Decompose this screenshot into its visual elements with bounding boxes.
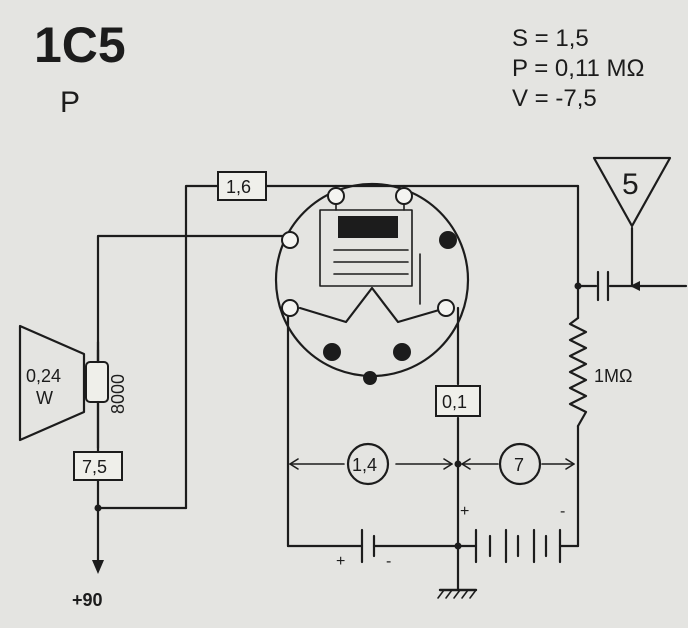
- speaker-power-label: 0,24: [26, 366, 61, 386]
- wiring: [96, 184, 688, 592]
- param-voltage: V = -7,5: [512, 85, 597, 112]
- tube-class-label: P: [60, 86, 80, 119]
- tube-type-label: 1C5: [34, 17, 126, 73]
- speaker-impedance-label: 8000: [108, 374, 128, 414]
- bias-battery: [474, 528, 562, 564]
- filament-voltage-circle: [346, 442, 390, 486]
- screen-resistor-label: 7,5: [82, 457, 107, 477]
- bias-battery-plus: +: [460, 503, 469, 520]
- bias-voltage-circle: [498, 442, 542, 486]
- filament-battery-plus: +: [336, 553, 345, 570]
- param-resistance: P = 0,11 MΩ: [512, 55, 644, 82]
- param-slope: S = 1,5: [512, 25, 589, 52]
- filament-resistor-label: 1,6: [226, 177, 251, 197]
- speaker: [18, 324, 109, 450]
- grid-resistor: [568, 316, 588, 428]
- filament-battery: [360, 528, 376, 564]
- supply-arrow: [92, 560, 104, 574]
- coupling-capacitor: [596, 270, 610, 302]
- supply-voltage-label: +90: [72, 590, 103, 610]
- junction-dots: [94, 282, 582, 550]
- antenna-triangle: [592, 156, 672, 228]
- tube-symbol: [274, 182, 470, 385]
- speaker-power-unit: W: [36, 388, 53, 408]
- dimension-arrows: [289, 458, 575, 470]
- filament-voltage-label: 1,4: [352, 455, 377, 475]
- ground-symbol: [437, 588, 478, 599]
- cathode-resistor-label: 0,1: [442, 392, 467, 412]
- bias-battery-minus: -: [560, 503, 565, 520]
- filament-resistor-box: [217, 171, 267, 201]
- filament-battery-minus: -: [386, 553, 391, 570]
- grid-resistor-label: 1MΩ: [594, 366, 632, 386]
- input-arrow: [630, 281, 640, 291]
- screen-resistor-box: [73, 451, 123, 481]
- bias-voltage-label: 7: [514, 455, 524, 475]
- antenna-label: 5: [622, 168, 639, 201]
- cathode-resistor-box: [435, 385, 481, 417]
